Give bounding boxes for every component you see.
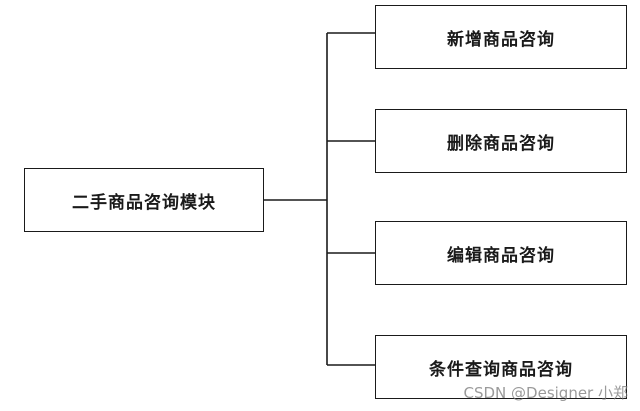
child-node-edit-label: 编辑商品咨询: [447, 245, 555, 266]
child-node-add-label: 新增商品咨询: [447, 29, 555, 50]
child-node-delete: 删除商品咨询: [375, 109, 627, 173]
child-node-query: 条件查询商品咨询: [375, 335, 627, 399]
watermark: CSDN @Designer 小郑: [463, 384, 629, 402]
root-module-label: 二手商品咨询模块: [72, 192, 216, 213]
child-node-query-label: 条件查询商品咨询: [429, 359, 573, 380]
child-node-edit: 编辑商品咨询: [375, 221, 627, 285]
root-module-node: 二手商品咨询模块: [24, 168, 264, 232]
child-node-add: 新增商品咨询: [375, 5, 627, 69]
child-node-delete-label: 删除商品咨询: [447, 133, 555, 154]
